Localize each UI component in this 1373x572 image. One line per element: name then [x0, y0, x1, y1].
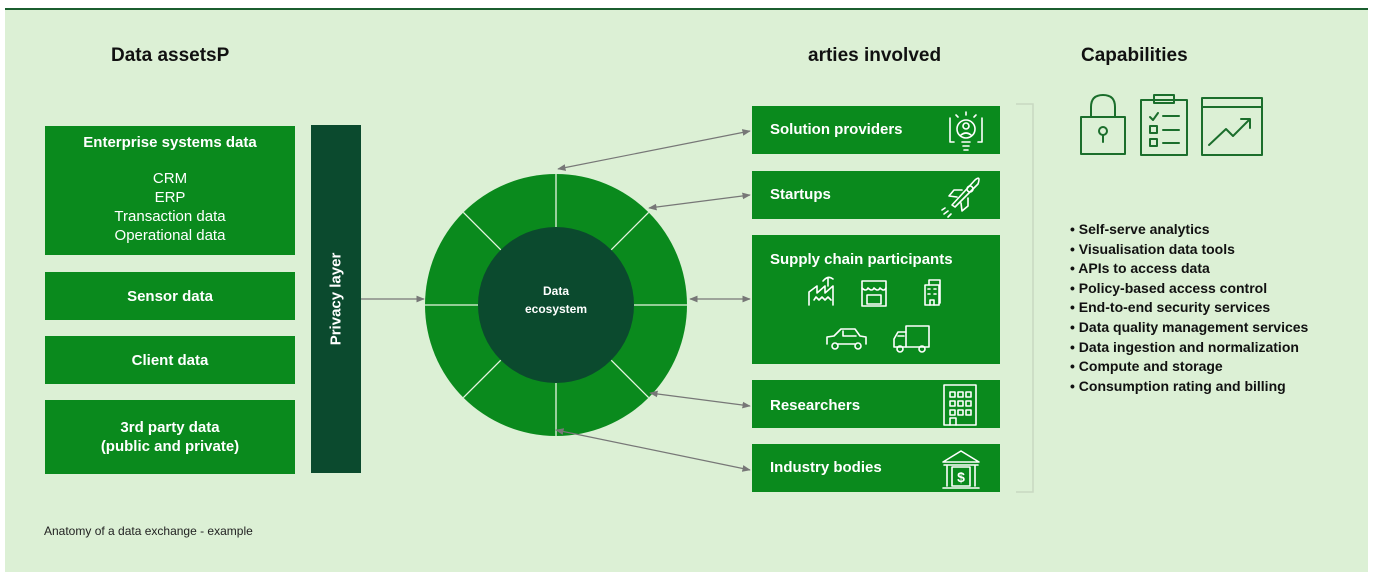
- capability-item: Data ingestion and normalization: [1070, 338, 1308, 358]
- lightbulb-icon: [949, 111, 983, 151]
- data-assets-heading: Data assetsP: [111, 45, 230, 66]
- arrow-solution-providers: [557, 129, 751, 171]
- arrow-startups: [648, 192, 751, 211]
- sensor-data-box: Sensor data: [45, 272, 295, 320]
- sensor-data-label: Sensor data: [127, 287, 213, 305]
- capabilities-list: Self-serve analytics Visualisation data …: [1070, 220, 1308, 396]
- parties-bracket: [1016, 103, 1034, 493]
- enterprise-item-transaction: Transaction data: [114, 208, 226, 225]
- party-label-startups: Startups: [770, 186, 831, 203]
- ring-dividers: [425, 174, 687, 436]
- padlock-icon: [1080, 94, 1126, 155]
- arrow-industry-bodies: [555, 428, 751, 472]
- office-building-icon: [943, 384, 977, 426]
- growth-chart-icon: [1201, 97, 1263, 156]
- ecosystem-label-line2: ecosystem: [525, 302, 587, 316]
- shop-icon: [861, 280, 887, 307]
- connector-arrows: [361, 129, 751, 472]
- enterprise-systems-box: Enterprise systems data CRM ERP Transact…: [45, 126, 295, 255]
- factory-icon: [808, 276, 834, 306]
- parties-heading: arties involved: [808, 45, 942, 66]
- party-solution-providers: Solution providers: [752, 106, 1000, 154]
- capability-item: Visualisation data tools: [1070, 240, 1308, 260]
- bank-icon: $: [942, 450, 980, 489]
- party-label-solution-providers: Solution providers: [770, 121, 903, 138]
- enterprise-item-operational: Operational data: [114, 227, 226, 244]
- party-label-industry-bodies: Industry bodies: [770, 459, 882, 476]
- capability-item: Policy-based access control: [1070, 279, 1308, 299]
- enterprise-systems-items: CRM ERP Transaction data Operational dat…: [45, 169, 295, 245]
- capability-item: Consumption rating and billing: [1070, 377, 1308, 397]
- third-party-data-line2: (public and private): [100, 438, 240, 455]
- footnote: Anatomy of a data exchange - example: [44, 524, 253, 538]
- checklist-icon: [1140, 94, 1188, 156]
- arrow-researchers: [649, 390, 751, 409]
- enterprise-systems-title: Enterprise systems data: [83, 134, 257, 151]
- client-data-box: Client data: [45, 336, 295, 384]
- capability-item: APIs to access data: [1070, 259, 1308, 279]
- ecosystem-wheel: Data ecosystem: [425, 174, 687, 436]
- capabilities-heading: Capabilities: [1081, 45, 1188, 66]
- capability-item: Compute and storage: [1070, 357, 1308, 377]
- ecosystem-label-line1: Data: [543, 284, 569, 298]
- capability-item: End-to-end security services: [1070, 298, 1308, 318]
- enterprise-item-crm: CRM: [152, 170, 188, 187]
- building-icon: [924, 279, 941, 306]
- privacy-layer: Privacy layer: [311, 125, 361, 473]
- party-label-supply-chain: Supply chain participants: [770, 251, 953, 268]
- car-icon: [826, 328, 867, 350]
- third-party-data-box: 3rd party data (public and private): [45, 400, 295, 474]
- third-party-data-line1: 3rd party data: [120, 419, 220, 436]
- truck-icon: [893, 325, 930, 353]
- ecosystem-core: [478, 227, 634, 383]
- enterprise-item-erp: ERP: [154, 189, 186, 206]
- capability-item: Data quality management services: [1070, 318, 1309, 338]
- client-data-label: Client data: [131, 351, 209, 369]
- party-label-researchers: Researchers: [770, 397, 861, 414]
- svg-text:$: $: [957, 469, 965, 485]
- party-supply-chain: Supply chain participants: [752, 235, 1000, 364]
- rocket-icon: [941, 177, 980, 218]
- party-startups: Startups: [752, 171, 1000, 219]
- capability-item: Self-serve analytics: [1070, 220, 1308, 240]
